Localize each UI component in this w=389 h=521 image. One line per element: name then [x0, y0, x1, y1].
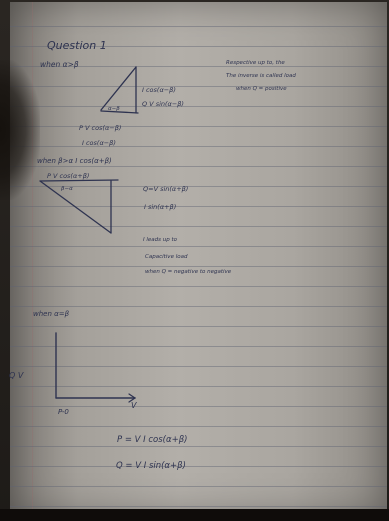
ruled-line [10, 246, 387, 247]
ruled-line [10, 366, 387, 367]
case2-note-3: when Q = negative to negative [145, 269, 232, 275]
case2-note-2: Capacitive load [145, 254, 188, 260]
ruled-line [10, 266, 387, 267]
ruled-line [10, 346, 387, 347]
ruled-line [10, 26, 387, 27]
case1-side-label-2: Q V sin(α−β) [142, 100, 184, 108]
ruled-line [10, 86, 387, 87]
heading-text: Question 1 [47, 39, 107, 52]
notebook-page [10, 2, 387, 517]
ruled-line [10, 106, 387, 107]
case3-label: when α=β [33, 310, 70, 318]
ruled-line [10, 466, 387, 467]
case3-y-axis-label: Q V [9, 371, 24, 380]
case2-angle-label: β−α [61, 186, 73, 192]
ruled-line [10, 326, 387, 327]
x-axis-arrowhead [128, 393, 137, 403]
case1-label: when α>β [40, 60, 79, 69]
ruled-line [10, 226, 387, 227]
case1-base-label: P V cos(α−β) [79, 124, 121, 132]
hypotenuse-line [39, 180, 112, 234]
case3-x-axis-label: V [131, 401, 137, 410]
ruled-line [10, 186, 387, 187]
photo-bottom-edge [0, 509, 389, 521]
case3-axes [55, 332, 137, 403]
ruled-line [10, 306, 387, 307]
case2-triangle [39, 179, 119, 234]
case1-side-label-1: I cos(α−β) [142, 86, 176, 94]
case1-note-3: when Q = positive [236, 86, 287, 92]
ruled-line [10, 486, 387, 487]
case2-formula-2: I sin(α+β) [144, 203, 176, 211]
ruled-line [10, 126, 387, 127]
case2-label: when β>α I cos(α+β) [37, 157, 112, 165]
ruled-line [10, 426, 387, 427]
case3-formula-q: Q = V I sin(α+β) [116, 461, 186, 471]
ruled-line [10, 66, 387, 67]
ruled-line [10, 46, 387, 47]
case2-top-label: P V cos(α+β) [47, 172, 89, 180]
hypotenuse-line [100, 66, 137, 111]
case3-origin-label: P-0 [58, 408, 69, 416]
case1-angle-label: α−β [108, 106, 120, 112]
margin-line [32, 2, 33, 517]
case1-note-1: Respective up to, the [226, 60, 285, 66]
base-side [100, 110, 139, 114]
ruled-line [10, 446, 387, 447]
case2-note-1: I leads up to [143, 237, 178, 243]
ruled-line [10, 286, 387, 287]
ruled-line [10, 406, 387, 407]
ruled-line [10, 146, 387, 147]
case1-triangle [100, 66, 139, 114]
ruled-line [10, 166, 387, 167]
ruled-line [10, 206, 387, 207]
ruled-line [10, 386, 387, 387]
ruled-line [10, 506, 387, 507]
case1-under-label: I cos(α−β) [82, 139, 116, 147]
case2-formula-1: Q=V sin(α+β) [143, 185, 188, 193]
case1-note-2: The inverse is called load [226, 73, 296, 79]
top-side [39, 179, 119, 182]
case3-formula-p: P = V I cos(α+β) [117, 435, 187, 445]
finger-shadow [0, 60, 40, 200]
